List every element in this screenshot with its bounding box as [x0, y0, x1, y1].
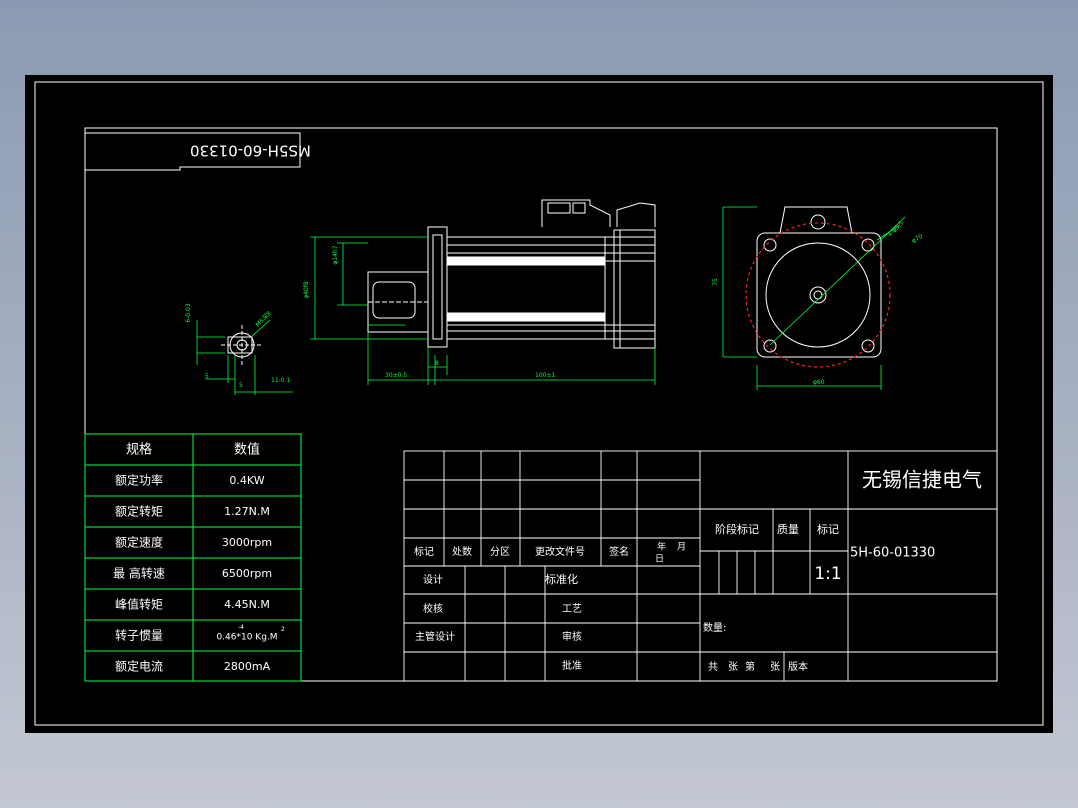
shaft-end-view	[221, 325, 263, 365]
shaft-end-dims	[196, 319, 293, 395]
spec-row-name: 最 高转速	[113, 566, 165, 581]
spec-row-name: 峰值转矩	[115, 597, 163, 612]
label-sheets-current: 张	[770, 661, 780, 673]
label-weight: 质量	[777, 523, 799, 536]
label-month: 月	[677, 542, 686, 553]
spec-row-value: 2800mA	[224, 660, 271, 673]
spec-row-name: 额定功率	[115, 473, 163, 488]
label-approve: 批准	[562, 659, 582, 672]
label-sign: 签名	[609, 545, 629, 558]
dim-width: φ60	[813, 379, 825, 386]
dim-eight: 8	[435, 360, 439, 367]
spec-row-value: 3000rpm	[222, 536, 272, 549]
drawing-sheet: MS5H-60-01330 6-0.03 5 5 11-0.1 M5深8	[34, 81, 1044, 726]
spec-row-name: 额定速度	[115, 535, 163, 550]
label-design: 设计	[423, 573, 443, 586]
label-process: 工艺	[562, 603, 582, 615]
outer-frame	[34, 81, 1044, 726]
spec-row-name: 转子惯量	[115, 628, 163, 643]
label-zone: 分区	[490, 546, 510, 558]
part-code-rotated: MS5H-60-01330	[190, 142, 311, 160]
dim-body-length: 100±1	[535, 372, 555, 379]
label-check: 校核	[423, 602, 443, 615]
dim-shaft-length: 30±0.5	[385, 372, 407, 379]
part-code-box: MS5H-60-01330	[85, 132, 311, 171]
end-view-dims	[722, 206, 906, 390]
label-change-doc: 更改文件号	[535, 545, 585, 558]
company-name: 无锡信捷电气	[862, 468, 982, 492]
dim-key-depth: 11-0.1	[271, 377, 291, 384]
label-count: 处数	[452, 545, 472, 558]
dim-bolt-circle: φ70	[911, 233, 925, 245]
label-mark: 标记	[414, 546, 434, 558]
label-year: 年	[657, 541, 666, 553]
dim-five-b: 5	[239, 382, 243, 389]
spec-row-value: 0.4KW	[229, 474, 264, 487]
scale-value: 1:1	[814, 564, 841, 584]
cad-drawing-canvas: MS5H-60-01330 6-0.03 5 5 11-0.1 M5深8	[25, 75, 1053, 733]
dim-key-width: 6-0.03	[185, 303, 192, 323]
dim-height: 75	[712, 278, 719, 286]
label-standard: 标准化	[545, 572, 578, 586]
spec-header-value: 数值	[234, 442, 260, 458]
motor-end-view	[756, 206, 882, 358]
label-quantity: 数量:	[703, 621, 726, 634]
inner-frame	[84, 127, 998, 682]
label-total: 共	[708, 661, 718, 673]
bolt-circle	[745, 222, 891, 368]
dim-bolt-holes: 4-φ5.5	[886, 220, 905, 239]
spec-header-name: 规格	[126, 442, 152, 458]
spec-inertia-square: 2	[281, 626, 285, 633]
label-sheets-total: 张	[728, 661, 738, 673]
label-nth: 第	[745, 660, 755, 673]
spec-row-value: 0.46*10 Kg.M	[216, 633, 277, 643]
spec-table	[84, 433, 302, 682]
label-review: 审核	[562, 630, 582, 643]
dim-shaft-dia: φ14h7	[332, 245, 339, 264]
title-block-grid	[403, 450, 998, 682]
spec-row-value: 6500rpm	[222, 567, 272, 580]
spec-row-value: 4.45N.M	[224, 598, 270, 611]
part-number: 5H-60-01330	[850, 546, 935, 561]
spec-row-name: 额定转矩	[115, 504, 163, 519]
label-stage-mark: 阶段标记	[715, 522, 759, 536]
label-version: 版本	[788, 660, 808, 673]
dim-flange-dia: φ40f8	[303, 281, 310, 299]
label-chief: 主管设计	[415, 630, 455, 643]
dim-five-a: 5	[205, 373, 209, 380]
side-view-dims	[310, 236, 656, 385]
spec-row-name: 额定电流	[115, 659, 163, 674]
label-day: 日	[655, 554, 664, 565]
spec-row-value: 1.27N.M	[224, 505, 270, 518]
spec-inertia-exponent: -4	[238, 624, 244, 631]
label-scale-mark: 标记	[817, 522, 839, 536]
motor-side-view	[367, 199, 656, 349]
